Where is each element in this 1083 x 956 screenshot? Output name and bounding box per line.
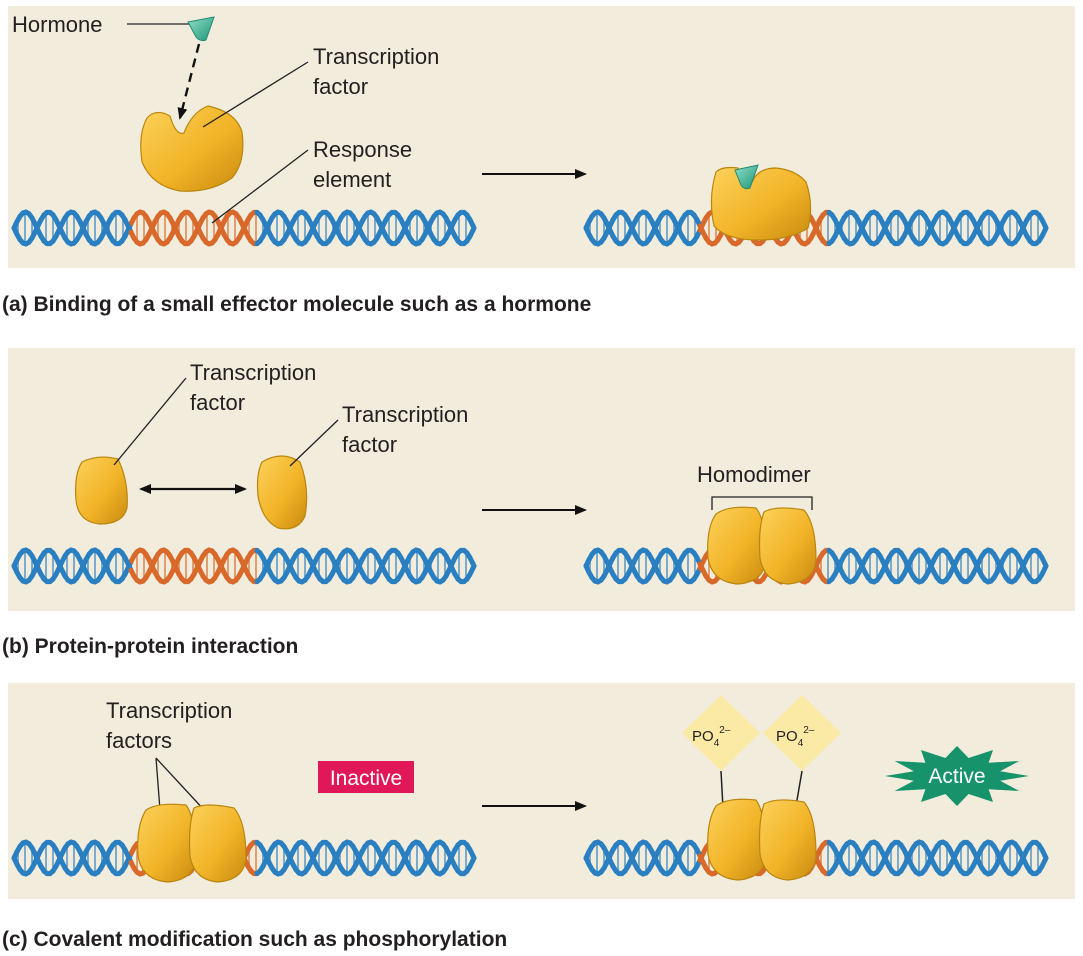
phosphate-2-label: PO4 2– [776, 725, 815, 749]
homodimer-label: Homodimer [697, 462, 811, 487]
tf-a-label-line1: Transcription [313, 44, 439, 69]
phosphate-diamond-1 [682, 695, 760, 771]
phosphate-1-sub: 4 [714, 738, 720, 749]
tf-b2-leader-line [289, 419, 339, 467]
tf-b2-label-line2: factor [342, 432, 397, 457]
dna-strand-2 [470, 225, 477, 233]
phosphate-diamond-2 [763, 695, 841, 771]
dna-helix-a-left [11, 209, 477, 247]
tf-c-leader-line-1 [155, 757, 161, 811]
tf-c-label-line2: factors [106, 728, 172, 753]
tf-b1-leader-line [113, 377, 187, 466]
inactive-label: Inactive [330, 767, 402, 790]
dna-helix-b-left [11, 547, 477, 585]
tf-c-right-subunit-b [758, 799, 817, 881]
tf-b1-label-line1: Transcription [190, 360, 316, 385]
transcription-factor-b2 [256, 455, 308, 530]
tf-b1-label-line2: factor [190, 390, 245, 415]
phosphate-bond-2 [795, 770, 803, 807]
phosphate-2-base: PO [776, 728, 798, 745]
transcription-factor-a [140, 105, 244, 192]
tf-b2-label-line1: Transcription [342, 402, 468, 427]
phosphate-1-base: PO [692, 728, 714, 745]
phosphate-2-sup: 2– [803, 725, 815, 736]
phosphate-1-label: PO4 2– [692, 725, 731, 749]
response-label-line2: element [313, 167, 391, 192]
dna-strand-2 [1042, 855, 1049, 863]
tf-c-leader-line-2 [155, 757, 207, 813]
phosphate-2-sub: 4 [798, 738, 804, 749]
caption-c: (c) Covalent modification such as phosph… [2, 928, 508, 951]
caption-a: (a) Binding of a small effector molecule… [2, 293, 592, 316]
dna-strand-2 [1042, 225, 1049, 233]
tf-a-label-line2: factor [313, 74, 368, 99]
active-badge [885, 746, 1029, 806]
inactive-badge [318, 761, 414, 793]
tf-c-label-line1: Transcription [106, 698, 232, 723]
active-label: Active [928, 765, 985, 788]
caption-b: (b) Protein-protein interaction [2, 635, 299, 658]
transcription-factor-a-bound [710, 166, 812, 241]
phosphate-1-sup: 2– [719, 725, 731, 736]
transcription-factor-b1 [75, 456, 128, 525]
dna-helix-a-right [583, 209, 1049, 247]
dna-strand-2 [470, 563, 477, 571]
hormone-label: Hormone [12, 12, 102, 37]
dna-strand-2 [470, 855, 477, 863]
hormone-binding-arrow [177, 43, 201, 120]
homodimer-subunit-right [758, 507, 817, 585]
homodimer-bracket [711, 496, 813, 510]
hormone-bound [734, 164, 759, 190]
response-label-line1: Response [313, 137, 412, 162]
tf-c-left-subunit-b [188, 804, 247, 883]
dna-strand-2 [1042, 563, 1049, 571]
hormone-molecule [187, 16, 215, 42]
tf-c-right-subunit-a [707, 798, 767, 881]
homodimer-subunit-left [707, 506, 767, 585]
tf-a-leader-line [202, 61, 309, 128]
tf-c-left-subunit-a [137, 803, 197, 883]
response-element-leader-line [211, 149, 309, 224]
